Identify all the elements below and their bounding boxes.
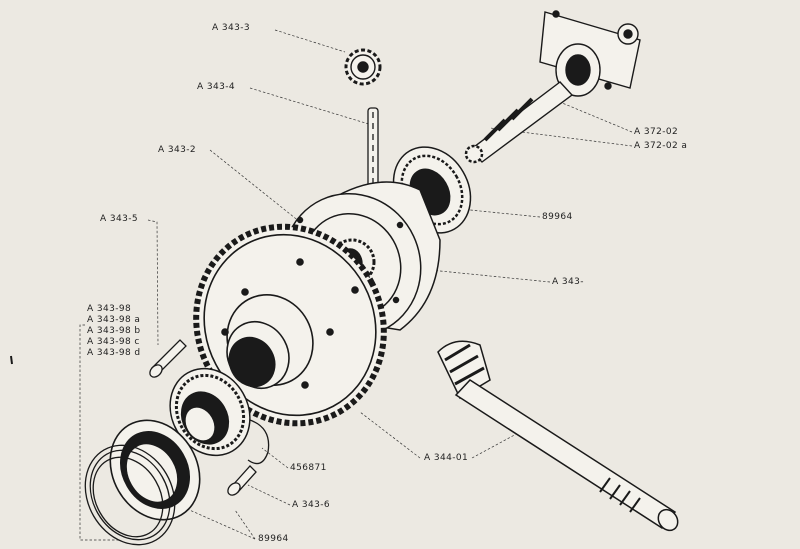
- label-a343-98c: A 343-98 c: [87, 337, 140, 347]
- label-a343-2: A 343-2: [158, 145, 196, 155]
- label-89964-upper: 89964: [542, 212, 573, 222]
- stray-mark: [10, 355, 13, 365]
- label-a344-01: A 344-01: [424, 453, 469, 463]
- label-a343-6: A 343-6: [292, 500, 330, 510]
- leader-a343-3: [274, 29, 346, 53]
- leader-a372-02: [554, 99, 633, 133]
- pinion-shaft-a344-01: [437, 340, 679, 532]
- label-a372-02: A 372-02: [634, 127, 679, 137]
- leader-a344-01-right: [471, 431, 521, 459]
- label-456871: 456871: [290, 463, 327, 473]
- leader-a343-housing: [429, 269, 551, 283]
- leader-89964-lower-2: [184, 507, 256, 540]
- label-a343-3: A 343-3: [212, 23, 250, 33]
- leader-89964-lower: [234, 509, 256, 540]
- leader-89964-upper: [469, 209, 541, 218]
- output-flange-shaft: [464, 10, 641, 164]
- leader-a343-6: [247, 484, 291, 506]
- leader-456871: [261, 447, 289, 469]
- label-a343-housing: A 343-: [552, 277, 584, 287]
- label-89964-lower: 89964: [258, 534, 289, 544]
- label-a343-98b: A 343-98 b: [87, 326, 141, 336]
- shim-456871: [247, 419, 270, 465]
- label-group-a343-98: A 343-98 A 343-98 a A 343-98 b A 343-98 …: [87, 304, 140, 359]
- label-a343-98d: A 343-98 d: [87, 348, 141, 358]
- tapered-roller-bearing: [169, 367, 251, 457]
- shim-rings-a343-98: [84, 444, 176, 546]
- bolt-a343-6: [227, 465, 257, 496]
- leader-a343-5: [147, 219, 159, 346]
- label-a343-4: A 343-4: [197, 82, 235, 92]
- label-a343-98a: A 343-98 a: [87, 315, 141, 325]
- leader-a343-98-group: [79, 324, 120, 541]
- label-a372-02a: A 372-02 a: [634, 141, 688, 151]
- leader-a343-4: [249, 87, 373, 126]
- bolt-a343-5: [149, 339, 187, 378]
- bearing-cup-89964-lower: [109, 419, 201, 521]
- leader-a344-01-left: [359, 411, 421, 459]
- pinion-gear-a343-3: [344, 48, 382, 86]
- leader-lines: [79, 29, 633, 541]
- crown-wheel: [193, 223, 387, 427]
- label-a343-5: A 343-5: [100, 214, 138, 224]
- label-a343-98: A 343-98: [87, 304, 132, 314]
